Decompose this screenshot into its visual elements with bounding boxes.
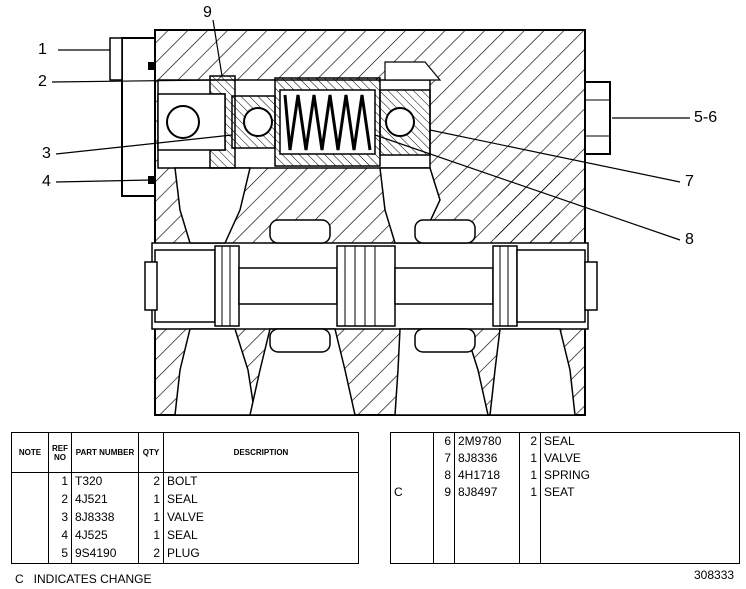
row-part: 9S4190 [71,544,139,564]
row-desc: SEAL [540,432,740,451]
row-note [391,433,434,451]
row-ref: 7 [433,450,455,468]
row-note [391,450,434,467]
row-ref: 8 [433,467,455,485]
row-ref: 9 [433,484,455,502]
callout-3: 3 [42,145,51,162]
change-legend: C INDICATES CHANGE [15,572,152,586]
row-note [391,467,434,484]
row-note [12,545,49,564]
check-valve-assembly [157,75,431,169]
header-qty: QTY [138,432,164,474]
callout-2: 2 [38,73,47,90]
row-qty: 2 [138,472,164,492]
row-qty: 2 [519,432,541,451]
row-note [12,473,49,491]
spool [144,219,598,353]
row-qty: 2 [138,544,164,564]
row-ref: 6 [433,432,455,451]
callout-5-6: 5-6 [694,109,718,126]
right-plug [584,81,611,155]
leader-lines [51,19,690,241]
row-ref: 2 [48,491,72,510]
header-description: DESCRIPTION [163,432,359,474]
callout-9: 9 [203,4,212,21]
row-note [12,527,49,545]
header-part-number: PART NUMBER [71,432,139,474]
row-ref: 5 [48,544,72,564]
row-note: C [394,485,403,500]
row-part: 4J521 [71,491,139,510]
header-ref: REF NO [48,432,72,474]
row-part: 8J8336 [454,450,520,468]
drawing-number: 308333 [694,568,735,582]
callout-7: 7 [685,173,694,190]
row-ref: 1 [48,472,72,492]
row-qty: 1 [519,467,541,485]
row-part: T320 [71,472,139,492]
row-desc: SEAL [163,527,359,545]
row-ref: 4 [48,527,72,545]
left-end-cap [109,37,156,197]
row-part: 8J8497 [454,484,520,502]
row-part: 4J525 [71,527,139,545]
row-desc: SEAL [163,491,359,510]
callout-1: 1 [38,41,47,58]
row-note [12,509,49,527]
row-desc: SEAT [540,484,740,502]
row-desc: BOLT [163,472,359,492]
row-qty: 1 [138,527,164,545]
row-qty: 1 [519,450,541,468]
row-qty: 1 [138,491,164,510]
row-desc: VALVE [540,450,740,468]
callout-4: 4 [42,173,51,190]
row-desc: SPRING [540,467,740,485]
row-part: 4H1718 [454,467,520,485]
row-desc: VALVE [163,509,359,528]
header-note: NOTE [11,432,49,474]
row-qty: 1 [138,509,164,528]
row-part: 2M9780 [454,432,520,451]
valve-cross-section-diagram [51,19,690,416]
callout-8: 8 [685,231,694,248]
row-note [12,491,49,509]
row-ref: 3 [48,509,72,528]
row-qty: 1 [519,484,541,502]
row-part: 8J8338 [71,509,139,528]
row-desc: PLUG [163,544,359,564]
parts-table-left: NOTE REF NO PART NUMBER QTY DESCRIPTION … [11,432,359,564]
